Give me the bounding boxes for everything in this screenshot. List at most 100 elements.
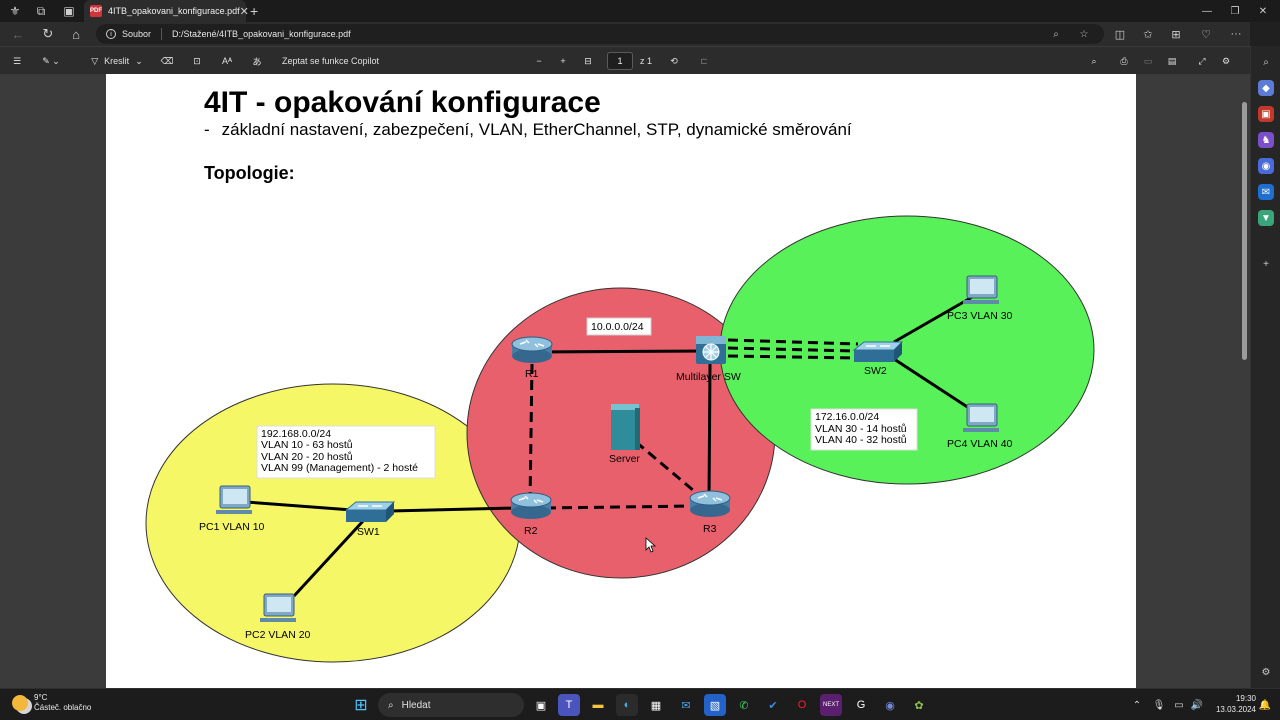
next-icon[interactable]: NEXT [820, 694, 842, 716]
r2-label: R2 [524, 525, 538, 537]
weather-temp: 9°C [34, 693, 48, 702]
volume-icon[interactable]: 🔊 [1190, 699, 1204, 711]
tools-sidebar-icon[interactable]: ▣ [1258, 106, 1274, 122]
link-pc2-sw1 [292, 518, 366, 598]
games-sidebar-icon[interactable]: ♞ [1258, 132, 1274, 148]
profile-icon[interactable]: ⚜ [9, 4, 21, 18]
app-g-icon[interactable]: G [856, 699, 866, 711]
collections-icon[interactable]: ⊞ [1171, 28, 1181, 41]
highlight-icon[interactable]: ✎ ⌄ [42, 55, 60, 66]
document-subtitle: -základní nastavení, zabezpečení, VLAN, … [204, 120, 852, 140]
copilot-sidebar-icon[interactable]: ◆ [1258, 80, 1274, 96]
fullscreen-icon[interactable]: ⤢ [1198, 55, 1206, 66]
page-number-input[interactable]: 1 [607, 52, 633, 70]
eraser-icon[interactable]: ⌫ [160, 55, 174, 66]
network-icon[interactable]: ▭ [1174, 699, 1184, 711]
file-explorer-icon[interactable]: ▬ [592, 699, 604, 711]
subtitle-dash: - [204, 120, 210, 139]
zoom-out-icon[interactable]: − [536, 56, 542, 66]
mail-icon[interactable]: ✉ [681, 699, 691, 712]
draw-button[interactable]: ▽ Kreslit ⌄ [84, 47, 150, 75]
url-scheme: Soubor [122, 29, 152, 39]
print-icon[interactable]: ⎙ [1120, 55, 1128, 66]
task-view-icon[interactable]: ▣ [535, 699, 547, 712]
opera-icon[interactable]: O [797, 699, 807, 711]
refresh-icon[interactable]: ↻ [42, 26, 54, 41]
chevron-down-icon: ⌄ [135, 55, 143, 66]
clock[interactable]: 19:30 13.03.2024 [1200, 693, 1256, 715]
whiteboard-icon[interactable]: ▧ [704, 694, 726, 716]
back-icon[interactable]: ← [11, 26, 25, 42]
router-r2-icon [510, 492, 552, 519]
url-path: D:/Stažené/4ITB_opakovani_konfigurace.pd… [172, 29, 351, 39]
pc4-label: PC4 VLAN 40 [947, 438, 1013, 450]
url-field[interactable]: i Soubor D:/Stažené/4ITB_opakovani_konfi… [96, 24, 1104, 44]
split-screen-icon[interactable]: ◫ [1114, 28, 1126, 41]
rotate-icon[interactable]: ⟲ [670, 55, 678, 66]
tab-bar: ⚜ ⧉ ▣ PDF 4ITB_opakovani_konfigurace.pdf… [0, 0, 1280, 22]
weather-widget[interactable]: 9°C Částeč. oblačno [12, 693, 91, 713]
translate-icon[interactable]: あ [252, 56, 262, 67]
taskbar-search[interactable]: ⌕ Hledat [378, 693, 524, 717]
zoom-icon[interactable]: ⌕ [1053, 28, 1059, 40]
home-icon[interactable]: ⌂ [72, 26, 80, 42]
link-pc1-sw1 [245, 500, 353, 512]
page-view-icon[interactable]: ⊏ [700, 55, 708, 66]
drop-sidebar-icon[interactable]: ▼ [1258, 210, 1274, 226]
save-as-icon[interactable]: ▤ [1167, 55, 1177, 66]
notifications-icon[interactable]: 🔔 [1258, 699, 1272, 711]
net-yellow-line-4: VLAN 99 (Management) - 2 hosté [261, 462, 418, 474]
search-sidebar-icon[interactable]: ⌕ [1263, 56, 1269, 68]
tray-chevron-icon[interactable]: ⌃ [1132, 699, 1142, 711]
edge-icon[interactable]: ◐ [616, 694, 638, 716]
store-icon[interactable]: ▦ [650, 699, 662, 712]
favorites-icon[interactable]: ✩ [1143, 28, 1153, 41]
net-red-label: 10.0.0.0/24 [591, 321, 644, 333]
start-icon[interactable]: ⊞ [354, 697, 368, 714]
teams-icon[interactable]: T [558, 694, 580, 716]
link-server-r3 [635, 440, 701, 498]
more-menu-icon[interactable]: ··· [1230, 28, 1242, 40]
url-separator [161, 28, 163, 40]
new-tab-icon[interactable]: + [250, 3, 259, 19]
copilot-button[interactable]: Zeptat se funkce Copilot [282, 47, 386, 75]
outlook-sidebar-icon[interactable]: ✉ [1258, 184, 1274, 200]
todo-icon[interactable]: ✔ [768, 699, 778, 712]
performance-icon[interactable]: ♡ [1201, 28, 1211, 41]
microphone-icon[interactable]: 🎙 [1152, 699, 1166, 711]
restore-icon[interactable]: ❐ [1230, 5, 1240, 17]
etherchannel-link-2 [727, 346, 859, 353]
favorite-star-icon[interactable]: ☆ [1079, 28, 1089, 40]
close-window-icon[interactable]: ✕ [1258, 5, 1268, 17]
whatsapp-icon[interactable]: ✆ [739, 699, 749, 712]
tab-active[interactable]: PDF 4ITB_opakovani_konfigurace.pdf ✕ [84, 0, 249, 22]
text-box-icon[interactable]: ⊡ [193, 55, 201, 66]
discord-icon[interactable]: ◉ [885, 699, 895, 712]
draw-icon: ▽ [91, 55, 99, 66]
read-aloud-icon[interactable]: Aᴬ [221, 56, 233, 66]
link-mls-r3 [707, 363, 712, 500]
etherchannel-link-1 [727, 338, 859, 346]
section-heading: Topologie: [204, 163, 295, 183]
close-tab-icon[interactable]: ✕ [239, 5, 249, 18]
contents-icon[interactable]: ☰ [12, 55, 22, 66]
packet-tracer-icon[interactable]: ✿ [914, 699, 924, 712]
tab-actions-icon[interactable]: ▣ [63, 4, 75, 18]
find-icon[interactable]: ⌕ [1091, 55, 1097, 66]
add-sidebar-icon[interactable]: + [1263, 258, 1269, 270]
minimize-icon[interactable]: — [1202, 5, 1212, 17]
subtitle-text: základní nastavení, zabezpečení, VLAN, E… [221, 120, 852, 139]
vertical-scrollbar[interactable] [1240, 100, 1248, 680]
zoom-in-icon[interactable]: + [560, 56, 566, 66]
draw-label: Kreslit [104, 56, 130, 66]
info-icon[interactable]: i [106, 29, 116, 39]
pc2-label: PC2 VLAN 20 [245, 629, 311, 641]
workspaces-icon[interactable]: ⧉ [36, 3, 46, 18]
scrollbar-thumb[interactable] [1242, 102, 1247, 360]
pc1-icon [216, 485, 252, 514]
save-icon[interactable]: ▭ [1143, 55, 1153, 66]
sidebar-settings-icon[interactable]: ⚙ [1261, 666, 1271, 678]
m365-sidebar-icon[interactable]: ◉ [1258, 158, 1274, 174]
settings-icon[interactable]: ⚙ [1221, 55, 1231, 66]
fit-page-icon[interactable]: ⊟ [584, 55, 592, 66]
